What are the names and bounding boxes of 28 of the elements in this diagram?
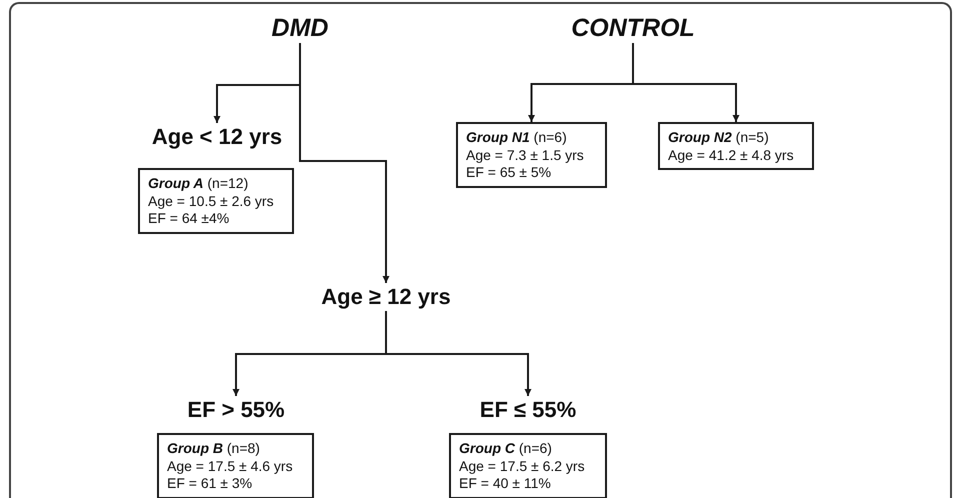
cohort-title: CONTROL — [571, 13, 695, 43]
group-title: Group C (n=6) — [459, 440, 553, 458]
stat-line: EF = 64 ±4% — [148, 210, 230, 228]
group-title: Group A (n=12) — [148, 175, 250, 192]
arrow — [385, 311, 532, 396]
stat-line: EF = 40 ± 11% — [459, 475, 552, 492]
group-title: Group N1 (n=6) — [466, 129, 568, 146]
stat-line: EF = 65 ± 5% — [466, 164, 552, 182]
arrow — [299, 43, 390, 283]
criterion-label: Age ≥ 12 yrs — [321, 283, 451, 311]
group-box — [138, 168, 294, 234]
group-box — [456, 122, 607, 188]
group-box — [449, 433, 607, 498]
stat-line: Age = 10.5 ± 2.6 yrs — [148, 192, 275, 210]
group-box — [157, 433, 314, 498]
arrow — [632, 43, 740, 122]
cohort-title: DMD — [272, 13, 328, 43]
criterion-label: EF > 55% — [187, 396, 285, 424]
criterion-label: Age < 12 yrs — [152, 123, 282, 151]
stat-line: Age = 17.5 ± 6.2 yrs — [459, 458, 586, 475]
stat-line: Age = 7.3 ± 1.5 yrs — [466, 146, 585, 164]
criterion-label: EF ≤ 55% — [480, 396, 576, 424]
group-box — [658, 122, 814, 170]
group-title: Group N2 (n=5) — [668, 129, 770, 146]
stat-line: Age = 41.2 ± 4.8 yrs — [668, 146, 795, 164]
group-title: Group B (n=8) — [167, 440, 261, 458]
stat-line: EF = 61 ± 3% — [167, 475, 254, 492]
stat-line: Age = 17.5 ± 4.6 yrs — [167, 458, 294, 475]
